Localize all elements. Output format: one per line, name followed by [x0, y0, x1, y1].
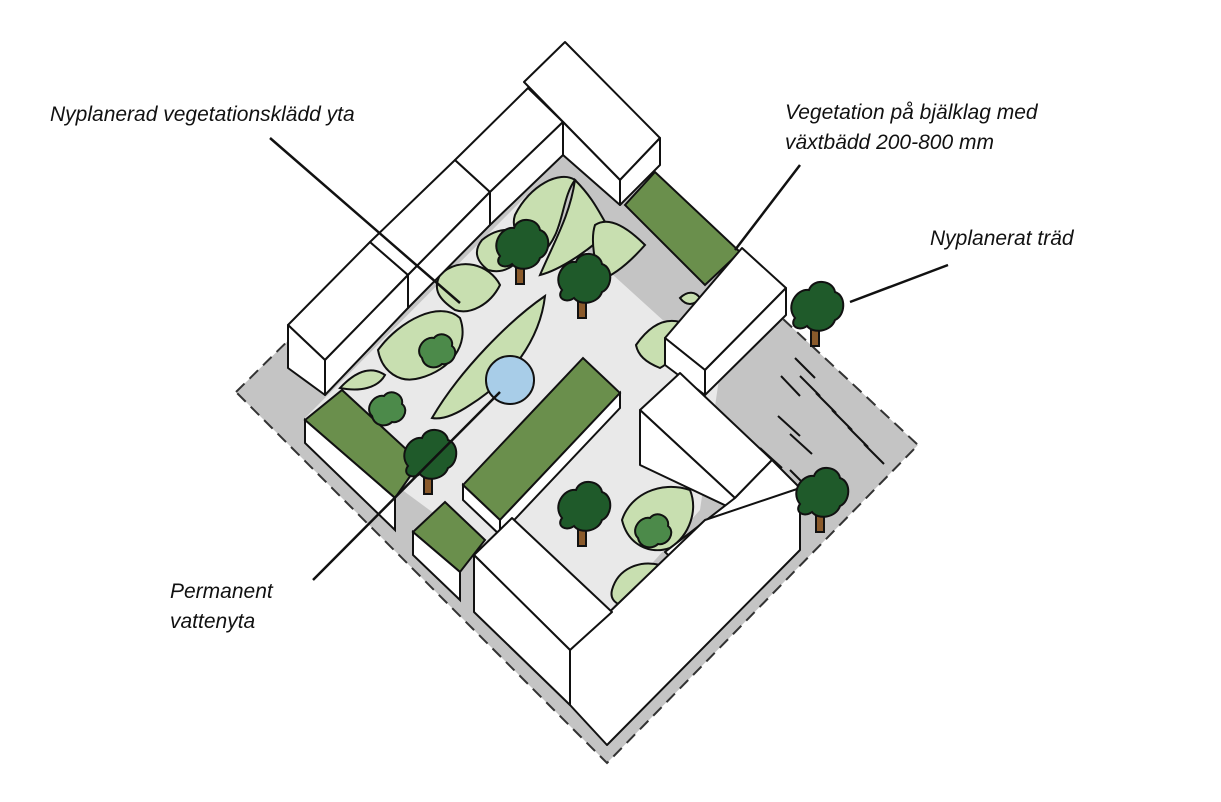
green-roof-center [461, 356, 622, 538]
label-water: Permanent vattenyta [170, 580, 273, 633]
parking-stripes [759, 357, 885, 491]
water-pond-icon [485, 355, 535, 405]
label-vegetation-area: Nyplanerad vegetationsklädd yta [50, 103, 355, 126]
label-green-roof: Vegetation på bjälklag med växtbädd 200-… [785, 101, 1038, 154]
label-new-tree: Nyplanerat träd [930, 227, 1074, 250]
green-roof-left [303, 388, 422, 533]
green-roof-lower-left [411, 500, 487, 603]
buildings [287, 41, 801, 746]
leader-lines [269, 137, 949, 581]
